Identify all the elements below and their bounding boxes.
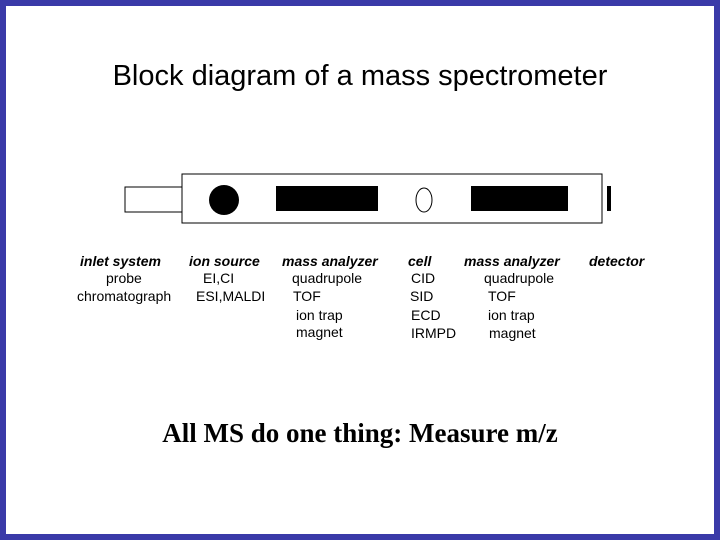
mass-analyzer-block-1: [276, 186, 378, 211]
column-heading-ion-source: ion source: [189, 253, 260, 269]
page-title: Block diagram of a mass spectrometer: [112, 60, 608, 92]
mass-analyzer-2-item: magnet: [489, 325, 536, 341]
cell-item: ECD: [411, 307, 441, 323]
inlet-item: chromatograph: [77, 288, 172, 304]
ion-source-item: EI,CI: [203, 270, 235, 286]
ion-source-block: [209, 185, 239, 215]
detector-block: [607, 186, 611, 211]
ion-source-item: ESI,MALDI: [196, 288, 266, 304]
mass-analyzer-1-item: quadrupole: [292, 270, 363, 286]
mass-analyzer-block-2: [471, 186, 568, 211]
mass-analyzer-1-item: ion trap: [296, 307, 343, 323]
collision-cell-block: [415, 187, 433, 213]
column-heading-cell: cell: [408, 253, 432, 269]
tagline: All MS do one thing: Measure m/z: [162, 418, 558, 448]
column-heading-inlet-system: inlet system: [80, 253, 161, 269]
mass-analyzer-1-item: magnet: [296, 324, 343, 340]
column-heading-mass-analyzer-2: mass analyzer: [464, 253, 560, 269]
mass-analyzer-2-item: quadrupole: [484, 270, 555, 286]
column-heading-mass-analyzer-1: mass analyzer: [282, 253, 378, 269]
inlet-item: probe: [106, 270, 142, 286]
mass-analyzer-2-item: TOF: [488, 288, 516, 304]
mass-analyzer-1-item: TOF: [293, 288, 321, 304]
column-heading-detector: detector: [589, 253, 645, 269]
cell-item: IRMPD: [411, 325, 457, 341]
inlet-tube: [124, 186, 183, 213]
cell-item: CID: [411, 270, 436, 286]
cell-item: SID: [410, 288, 434, 304]
mass-analyzer-2-item: ion trap: [488, 307, 535, 323]
